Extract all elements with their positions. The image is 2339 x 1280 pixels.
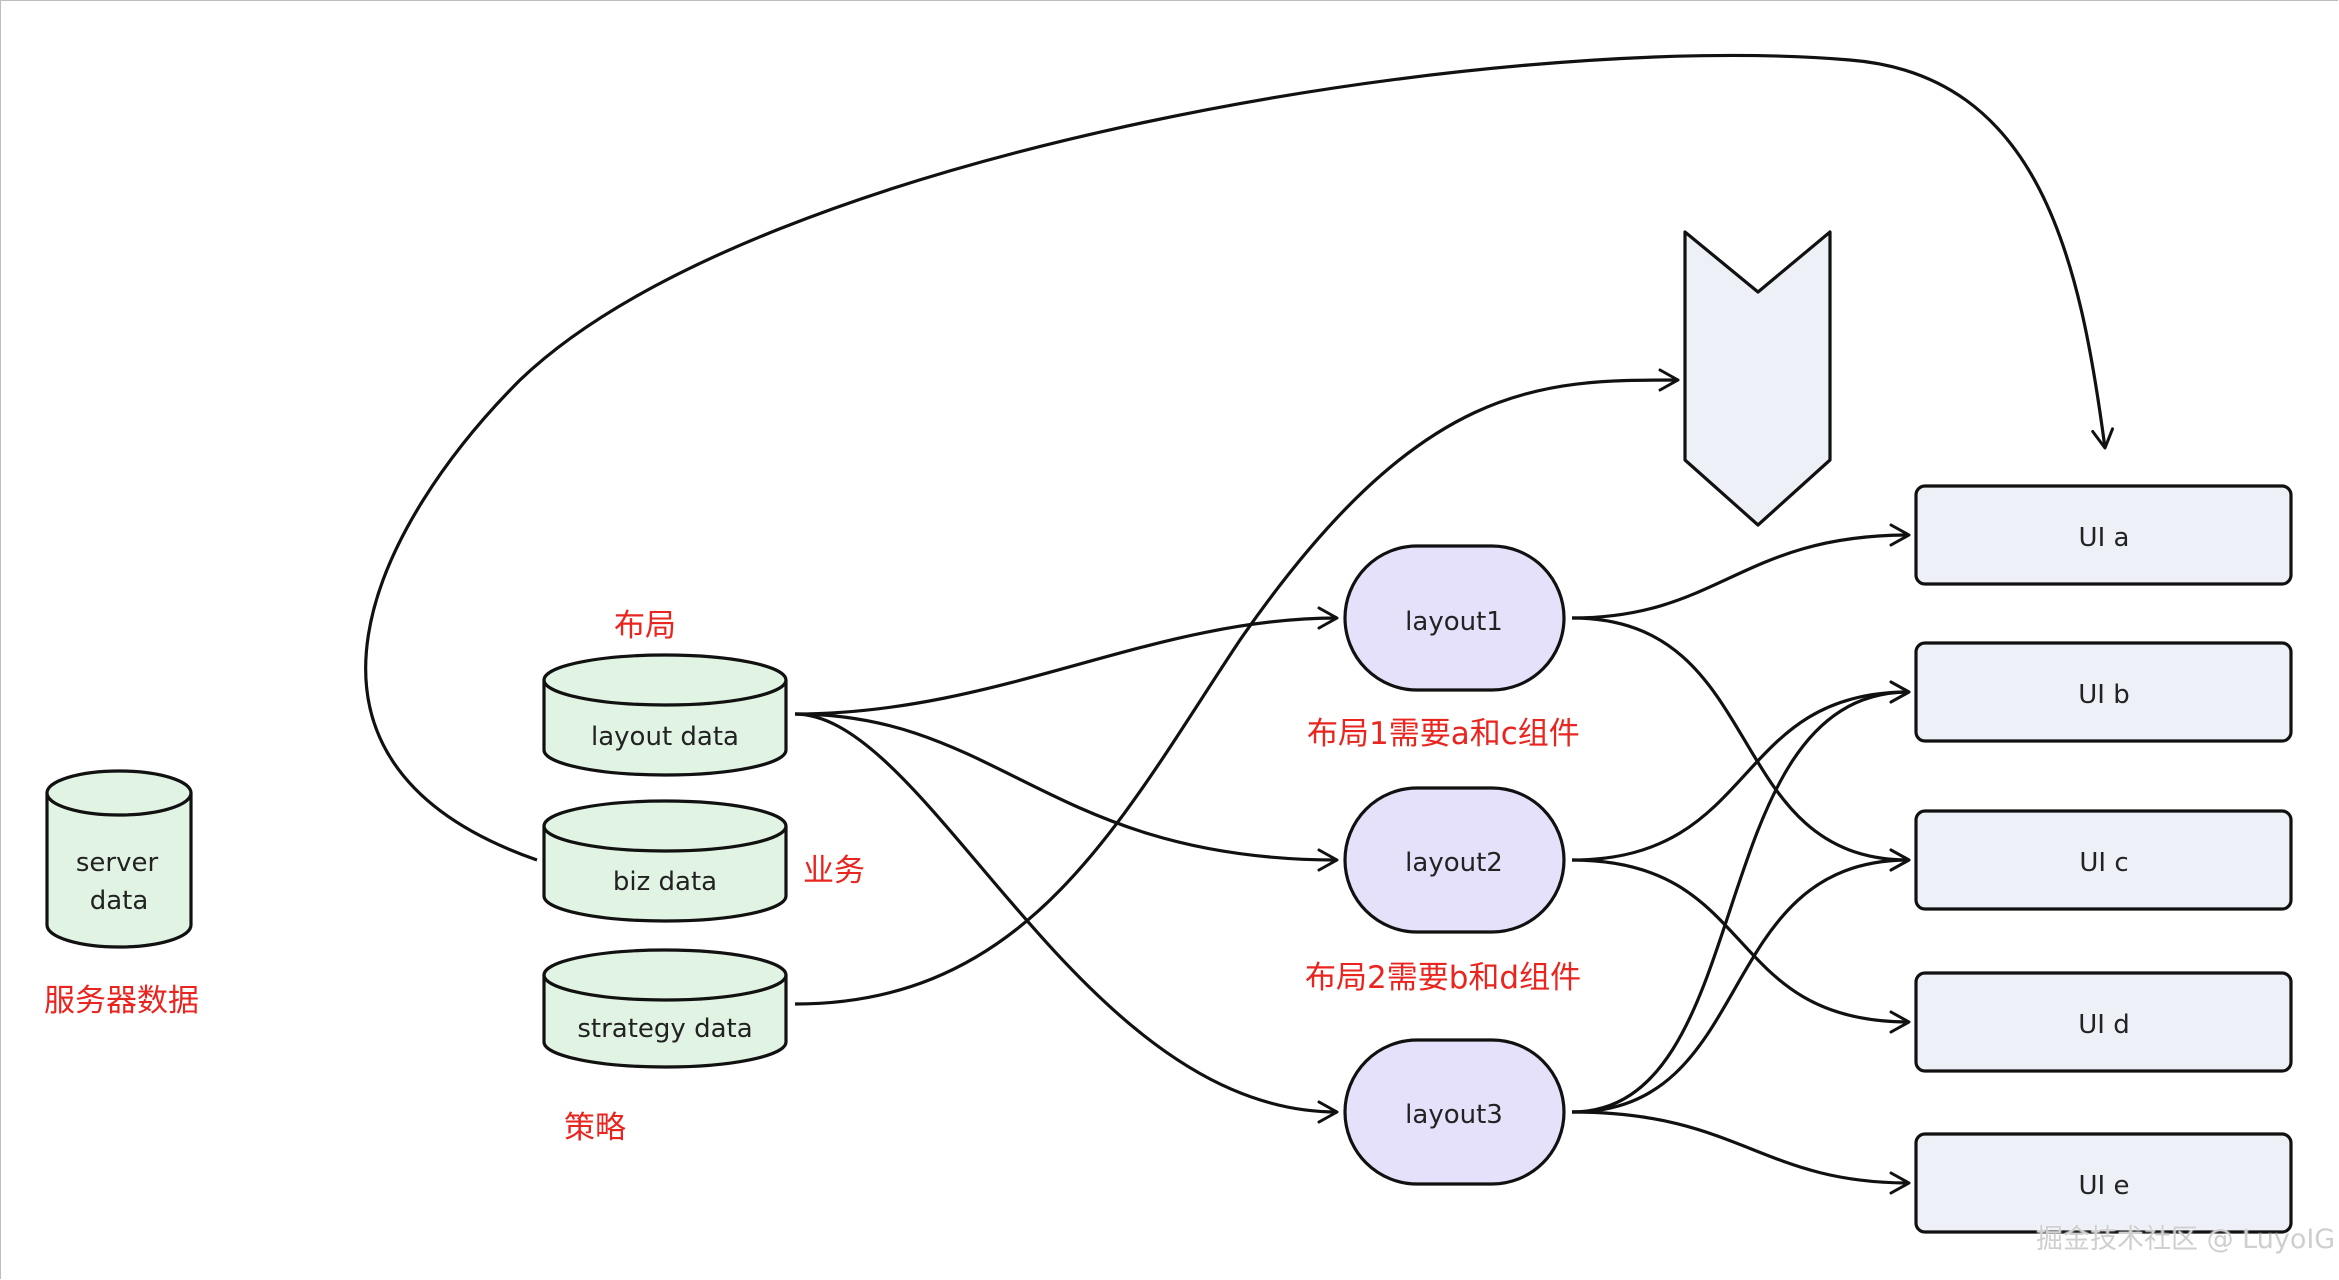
- biz-data-cylinder: biz data: [542, 799, 788, 923]
- layout3-label: layout3: [1405, 1100, 1503, 1130]
- ui-c-box: UI c: [1914, 809, 2293, 911]
- annotation-layout2-note: 布局2需要b和d组件: [1305, 960, 1582, 996]
- layout-data-cylinder: layout data: [542, 653, 788, 777]
- ui-d-label: UI d: [2078, 1010, 2129, 1040]
- annotation-layout: 布局: [614, 608, 676, 644]
- connector-biz-to-ui-a: [364, 53, 2115, 862]
- ui-e-box: UI e: [1914, 1132, 2293, 1234]
- annotation-layout1-note: 布局1需要a和c组件: [1307, 716, 1580, 752]
- connector-layout3-to-ui-b: [1571, 680, 1911, 1114]
- annotation-strategy: 策略: [564, 1110, 626, 1146]
- connector-layout1-to-ui-a: [1571, 523, 1911, 620]
- layout1-label: layout1: [1405, 607, 1503, 637]
- ui-e-label: UI e: [2079, 1171, 2130, 1201]
- server-data-label-line2: data: [90, 886, 149, 916]
- chevron-shape: [1683, 230, 1832, 527]
- connector-layout-data-to-layout3: [794, 712, 1339, 1124]
- connector-strategy-to-chevron: [794, 368, 1680, 1006]
- server-data-label-line1: server: [76, 848, 159, 878]
- connector-layout2-to-ui-d: [1571, 858, 1911, 1034]
- connector-layout1-to-ui-c: [1571, 616, 1911, 872]
- connector-layout-data-to-layout2: [794, 712, 1339, 872]
- connector-layout2-to-ui-b: [1571, 680, 1911, 862]
- strategy-data-cylinder: strategy data: [542, 948, 788, 1069]
- ui-a-label: UI a: [2079, 523, 2130, 553]
- ui-d-box: UI d: [1914, 971, 2293, 1073]
- strategy-data-label: strategy data: [577, 1014, 752, 1044]
- layout2-label: layout2: [1405, 848, 1503, 878]
- ui-b-label: UI b: [2078, 680, 2129, 710]
- layout1-node: layout1: [1343, 544, 1566, 692]
- biz-data-label: biz data: [613, 867, 717, 897]
- watermark-text: 掘金技术社区 @ LuyoIG: [2036, 1224, 2336, 1255]
- connectors: [364, 53, 2115, 1195]
- ui-b-box: UI b: [1914, 641, 2293, 743]
- connector-layout3-to-ui-c: [1571, 848, 1911, 1114]
- annotation-biz: 业务: [803, 853, 865, 889]
- annotation-server-data: 服务器数据: [44, 983, 199, 1019]
- connector-layout3-to-ui-e: [1571, 1110, 1911, 1195]
- ui-c-label: UI c: [2079, 848, 2128, 878]
- layout-data-label: layout data: [591, 722, 739, 752]
- layout3-node: layout3: [1343, 1038, 1566, 1186]
- server-data-cylinder: server data: [45, 769, 193, 949]
- connector-layout-data-to-layout1: [794, 606, 1339, 716]
- layout2-node: layout2: [1343, 786, 1566, 934]
- ui-a-box: UI a: [1914, 484, 2293, 586]
